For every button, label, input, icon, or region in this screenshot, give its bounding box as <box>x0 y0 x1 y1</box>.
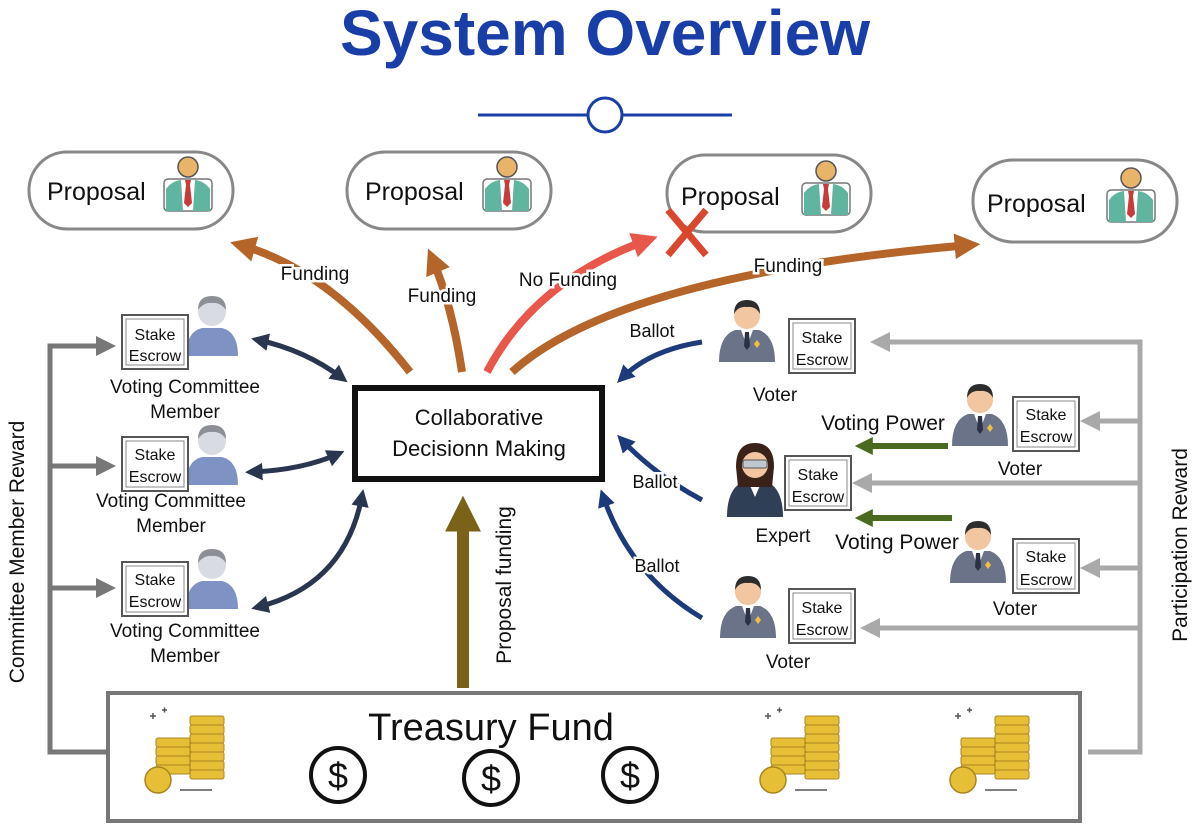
committee-member-2: Stake Escrow Voting Committee Member <box>96 425 246 537</box>
expert: Stake Escrow Expert <box>726 442 852 547</box>
ballot-label-2: Ballot <box>632 472 677 492</box>
voting-power-label-2: Voting Power <box>835 531 959 554</box>
svg-text:$: $ <box>328 755 348 796</box>
voter-2: Stake Escrow Voter <box>952 384 1080 480</box>
ballot-arrow-2 <box>617 434 704 503</box>
voter-icon <box>952 384 1008 446</box>
escrow-label-line-2: Escrow <box>796 352 849 369</box>
dollar-circle-icon: $ <box>462 749 520 807</box>
committee-reward-label: Committee Member Reward <box>6 421 29 684</box>
funding-label-1: Funding <box>281 264 350 285</box>
funding-arrow-4 <box>509 233 981 375</box>
title-divider-node <box>586 96 624 134</box>
participation-reward-flow <box>852 332 1143 755</box>
voter-1: Stake Escrow Voter <box>719 300 856 406</box>
committee-label-line-1: Voting Committee <box>110 621 260 642</box>
committee-label-line-2: Member <box>150 402 220 423</box>
voter-3: Stake Escrow Voter <box>950 521 1080 620</box>
reject-cross-icon <box>665 207 709 258</box>
committee-member-icon <box>186 425 238 485</box>
escrow-label-line-1: Stake <box>135 327 176 344</box>
proposal-label: Proposal <box>987 190 1086 218</box>
decision-box-line-2: Decisionn Making <box>392 436 566 461</box>
escrow-label-line-1: Stake <box>135 572 176 589</box>
committee-member-1: Stake Escrow Voting Committee Member <box>110 296 260 423</box>
escrow-label-line-2: Escrow <box>1020 572 1073 589</box>
committee-exchange-arrow-3 <box>251 489 369 613</box>
committee-label-line-2: Member <box>136 516 206 537</box>
voter-label: Voter <box>993 599 1038 620</box>
funding-arrow-2 <box>426 248 466 373</box>
svg-text:$: $ <box>481 758 501 799</box>
no-funding-arrow <box>483 233 658 374</box>
committee-reward-flow <box>47 336 116 755</box>
voter-4: Stake Escrow Voter <box>720 576 856 673</box>
voter-icon <box>719 300 775 362</box>
participation-reward-label: Participation Reward <box>1169 448 1192 642</box>
svg-text:$: $ <box>620 755 640 796</box>
voter-label: Voter <box>766 652 811 673</box>
expert-icon <box>726 442 784 518</box>
escrow-label-line-2: Escrow <box>796 622 849 639</box>
ballot-label-3: Ballot <box>634 556 679 576</box>
committee-exchange-arrow-1 <box>251 333 348 383</box>
committee-member-icon <box>186 549 238 609</box>
funding-arrow-1 <box>230 236 414 375</box>
escrow-label-line-2: Escrow <box>129 348 182 365</box>
proposal-card-1: Proposal <box>27 150 235 231</box>
voter-icon <box>720 576 776 638</box>
ballot-arrow-1 <box>617 339 703 383</box>
escrow-label-line-1: Stake <box>1026 549 1067 566</box>
dollar-circle-icon: $ <box>309 746 367 804</box>
escrow-label-line-2: Escrow <box>129 469 182 486</box>
escrow-label-line-1: Stake <box>135 447 176 464</box>
proposal-label: Proposal <box>365 178 464 206</box>
escrow-label-line-1: Stake <box>802 330 843 347</box>
collaborative-decision-box: Collaborative Decisionn Making <box>352 385 605 482</box>
committee-label-line-2: Member <box>150 646 220 667</box>
escrow-label-line-2: Escrow <box>1020 429 1073 446</box>
ballot-arrow-3 <box>598 489 704 621</box>
committee-member-icon <box>186 296 238 356</box>
funding-label-4: Funding <box>754 256 823 277</box>
escrow-label-line-1: Stake <box>798 467 839 484</box>
escrow-label-line-1: Stake <box>1026 407 1067 424</box>
decision-box-line-1: Collaborative <box>415 405 543 430</box>
proposal-card-4: Proposal <box>971 158 1179 244</box>
proposal-card-3: Proposal <box>665 153 873 234</box>
proposal-label: Proposal <box>681 183 780 211</box>
treasury-fund-label: Treasury Fund <box>368 707 614 749</box>
funding-label-2: Funding <box>408 286 477 307</box>
committee-member-3: Stake Escrow Voting Committee Member <box>110 549 260 667</box>
page-title: System Overview <box>340 0 870 69</box>
proposal-card-2: Proposal <box>345 150 553 231</box>
no-funding-label: No Funding <box>519 270 617 291</box>
dollar-circle-icon: $ <box>601 746 659 804</box>
committee-label-line-1: Voting Committee <box>96 491 246 512</box>
committee-label-line-1: Voting Committee <box>110 377 260 398</box>
committee-exchange-arrow-2 <box>245 450 345 481</box>
proposal-label: Proposal <box>47 178 146 206</box>
voter-label: Voter <box>998 459 1043 480</box>
escrow-label-line-2: Escrow <box>129 594 182 611</box>
treasury-fund-box: Treasury Fund $ $ $ <box>106 691 1082 823</box>
ballot-label-1: Ballot <box>629 321 674 341</box>
escrow-label-line-1: Stake <box>802 600 843 617</box>
voting-power-label-1: Voting Power <box>821 412 945 435</box>
voter-label: Voter <box>753 385 798 406</box>
escrow-label-line-2: Escrow <box>792 489 845 506</box>
expert-label: Expert <box>756 526 812 547</box>
proposal-funding-label: Proposal funding <box>493 506 516 664</box>
